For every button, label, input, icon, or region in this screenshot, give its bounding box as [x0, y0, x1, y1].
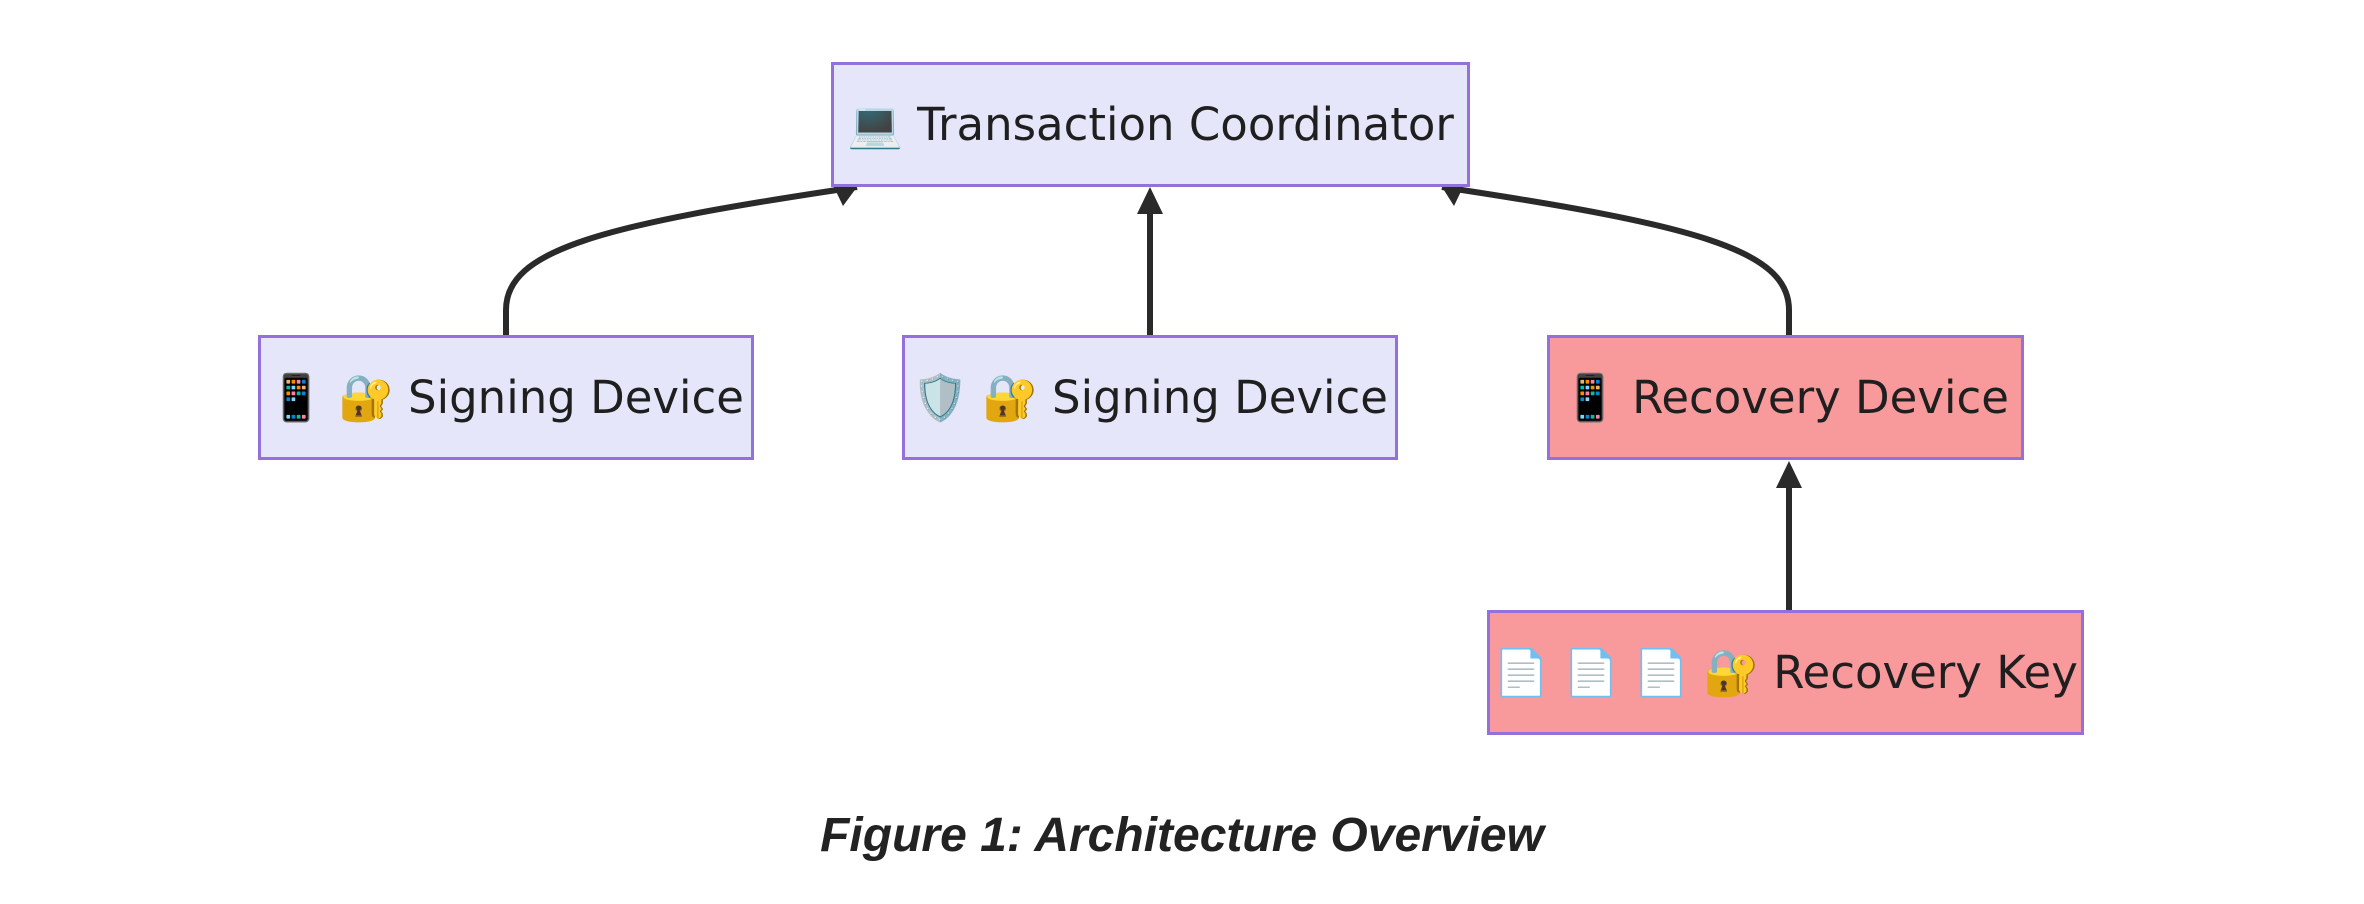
node-signing-device-1: 📱🔐 Signing Device — [258, 335, 754, 460]
shield-icon: 🛡️ — [911, 371, 969, 424]
locked-with-key-icon: 🔐 — [1703, 646, 1760, 699]
node-label: Signing Device — [408, 371, 744, 424]
node-icons: 📱🔐 — [268, 375, 394, 420]
node-label: Transaction Coordinator — [917, 98, 1454, 151]
edge-recovery-key-to-recovery-device — [1776, 461, 1802, 610]
laptop-icon: 💻 — [847, 98, 904, 151]
node-recovery-key: 📄📄📄🔐 Recovery Key — [1487, 610, 2084, 735]
page-icon: 📄 — [1563, 646, 1620, 699]
node-label: Signing Device — [1052, 371, 1388, 424]
page-icon: 📄 — [1633, 646, 1690, 699]
node-icons: 🛡️🔐 — [912, 375, 1038, 420]
node-label: Recovery Key — [1773, 646, 2078, 699]
node-icons: 📄📄📄🔐 — [1493, 650, 1759, 695]
figure-caption: Figure 1: Architecture Overview — [820, 809, 1544, 862]
edge-signing2-to-coordinator — [1137, 187, 1163, 335]
node-signing-device-2: 🛡️🔐 Signing Device — [902, 335, 1398, 460]
node-icons: 💻 — [847, 102, 903, 147]
locked-with-key-icon: 🔐 — [982, 371, 1039, 424]
node-recovery-device: 📱 Recovery Device — [1547, 335, 2024, 460]
node-label: Recovery Device — [1632, 371, 2009, 424]
mobile-phone-icon: 📱 — [267, 371, 325, 424]
locked-with-key-icon: 🔐 — [338, 371, 395, 424]
mobile-phone-icon: 📱 — [1562, 371, 1619, 424]
edge-signing1-to-coordinator — [503, 183, 858, 335]
node-icons: 📱 — [1562, 375, 1618, 420]
page-icon: 📄 — [1493, 646, 1550, 699]
node-transaction-coordinator: 💻 Transaction Coordinator — [831, 62, 1470, 187]
edge-recovery-device-to-coordinator — [1441, 183, 1792, 335]
